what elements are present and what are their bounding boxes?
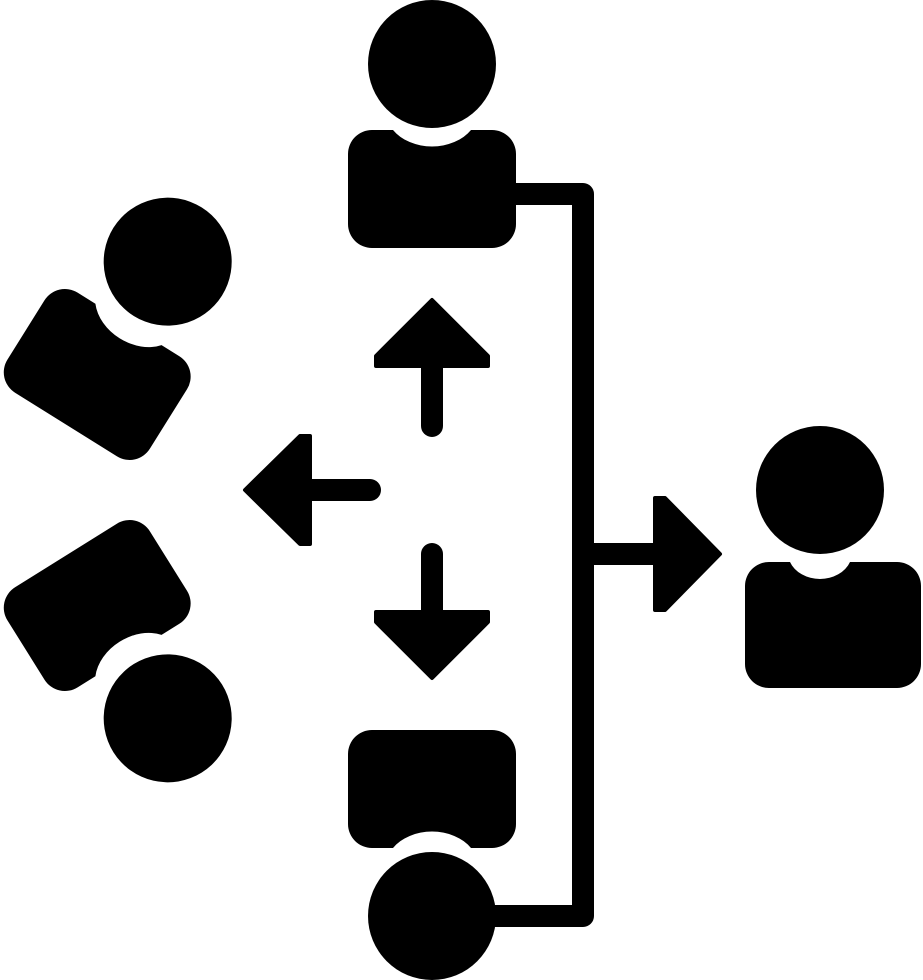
person-top-body — [348, 130, 516, 248]
person-lower-left — [3, 520, 232, 783]
connector-bracket — [484, 183, 671, 927]
arrow-up — [374, 298, 490, 437]
arrow-down — [374, 543, 490, 680]
arrow-right-icon — [653, 496, 722, 612]
arrow-left-icon — [243, 434, 312, 546]
person-right-head — [756, 426, 884, 554]
person-bottom-body — [348, 730, 516, 848]
arrow-right — [653, 496, 722, 612]
person-upper-left-head — [103, 197, 232, 326]
person-lower-left-head — [103, 654, 232, 783]
person-top — [348, 0, 516, 248]
person-upper-left — [3, 197, 232, 460]
person-upper-left-body — [3, 289, 191, 460]
person-right-body — [745, 562, 921, 688]
person-right — [745, 426, 921, 688]
arrow-up-icon — [374, 298, 490, 368]
arrow-left — [243, 434, 381, 546]
person-top-head — [368, 0, 496, 128]
person-lower-left-body — [3, 520, 191, 691]
arrow-down-icon — [374, 610, 490, 680]
person-bottom — [348, 730, 516, 980]
person-bottom-head — [368, 852, 496, 980]
